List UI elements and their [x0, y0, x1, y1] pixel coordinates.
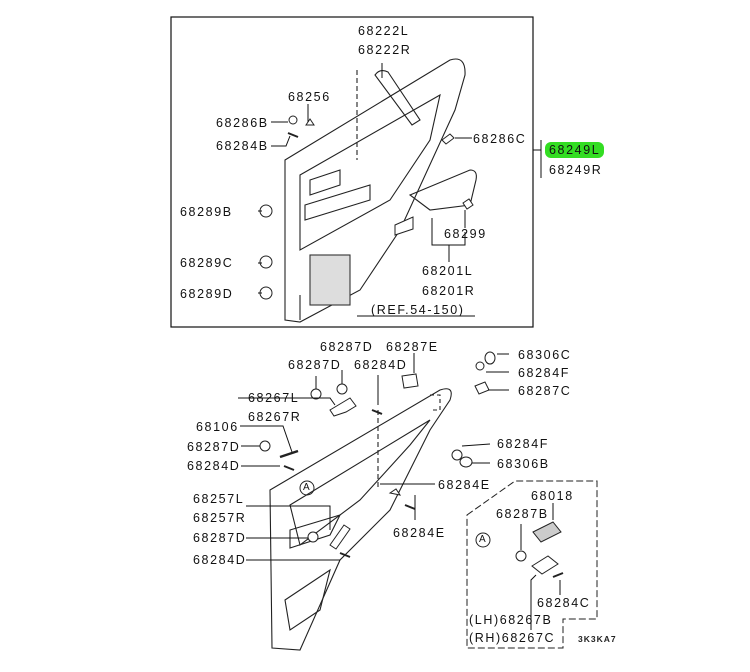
part-label-68222R[interactable]: 68222R	[358, 43, 412, 57]
door-trim-panel-bottom	[269, 388, 452, 651]
part-label-68306B[interactable]: 68306B	[497, 457, 550, 471]
part-label-68306C[interactable]: 68306C	[518, 348, 572, 362]
part-label-68284E[interactable]: 68284E	[438, 478, 491, 492]
part-label-68257R[interactable]: 68257R	[193, 511, 247, 525]
part-label-68289D[interactable]: 68289D	[180, 287, 234, 301]
part-label-68289B[interactable]: 68289B	[180, 205, 233, 219]
part-label-68287C[interactable]: 68287C	[518, 384, 572, 398]
part-label-68256[interactable]: 68256	[288, 90, 331, 104]
part-label-68287D[interactable]: 68287D	[288, 358, 342, 372]
door-trim-panel-top	[284, 58, 477, 323]
part-label-68287D[interactable]: 68287D	[187, 440, 241, 454]
panel-A-marker: A	[303, 482, 310, 493]
part-label-68257L[interactable]: 68257L	[193, 492, 245, 506]
clips-top	[259, 115, 474, 300]
part-label-68286B[interactable]: 68286B	[216, 116, 269, 130]
part-label-68018[interactable]: 68018	[531, 489, 574, 503]
part-label-68267C[interactable]: (RH)68267C	[469, 631, 556, 645]
part-label-68284F[interactable]: 68284F	[518, 366, 570, 380]
leaders-top	[258, 63, 475, 317]
panel-A-marker-circle	[299, 480, 315, 496]
part-label-68267L[interactable]: 68267L	[248, 391, 300, 405]
part-label-68106[interactable]: 68106	[196, 420, 239, 434]
part-label-68222L[interactable]: 68222L	[358, 24, 410, 38]
part-label-68287D[interactable]: 68287D	[320, 340, 374, 354]
highlighted-part[interactable]: 68249L	[545, 142, 605, 158]
part-label-68267R[interactable]: 68267R	[248, 410, 302, 424]
detail-A-parts	[515, 521, 564, 578]
part-label-68284D[interactable]: 68284D	[354, 358, 408, 372]
part-label-68284C[interactable]: 68284C	[537, 596, 591, 610]
part-label-68286C[interactable]: 68286C	[473, 132, 527, 146]
part-label-68284E[interactable]: 68284E	[393, 526, 446, 540]
part-label-68284F[interactable]: 68284F	[497, 437, 549, 451]
leaders-bottom	[238, 353, 509, 561]
top-panel-frame	[170, 16, 534, 328]
part-label-68287D[interactable]: 68287D	[193, 531, 247, 545]
part-label-68287E[interactable]: 68287E	[386, 340, 439, 354]
part-label-68284D[interactable]: 68284D	[193, 553, 247, 567]
part-label-68249L[interactable]: 68249L	[545, 142, 605, 158]
detail-A-frame	[466, 480, 598, 649]
detail-A-marker: A	[479, 534, 486, 545]
part-label-68289C[interactable]: 68289C	[180, 256, 234, 270]
part-label-68284D[interactable]: 68284D	[187, 459, 241, 473]
part-label-68299[interactable]: 68299	[444, 227, 487, 241]
part-label-68287B[interactable]: 68287B	[496, 507, 549, 521]
diagram-ref-code: 3K3KA7	[578, 634, 617, 644]
detail-A-marker-circle	[475, 532, 491, 548]
clips-bottom	[259, 351, 496, 558]
part-label-68201L[interactable]: 68201L	[422, 264, 474, 278]
part-label-68201R[interactable]: 68201R	[422, 284, 476, 298]
ref-label: (REF.54-150)	[371, 303, 465, 317]
part-label-68249R[interactable]: 68249R	[549, 163, 603, 177]
part-label-68267B[interactable]: (LH)68267B	[469, 613, 553, 627]
part-label-68284B[interactable]: 68284B	[216, 139, 269, 153]
